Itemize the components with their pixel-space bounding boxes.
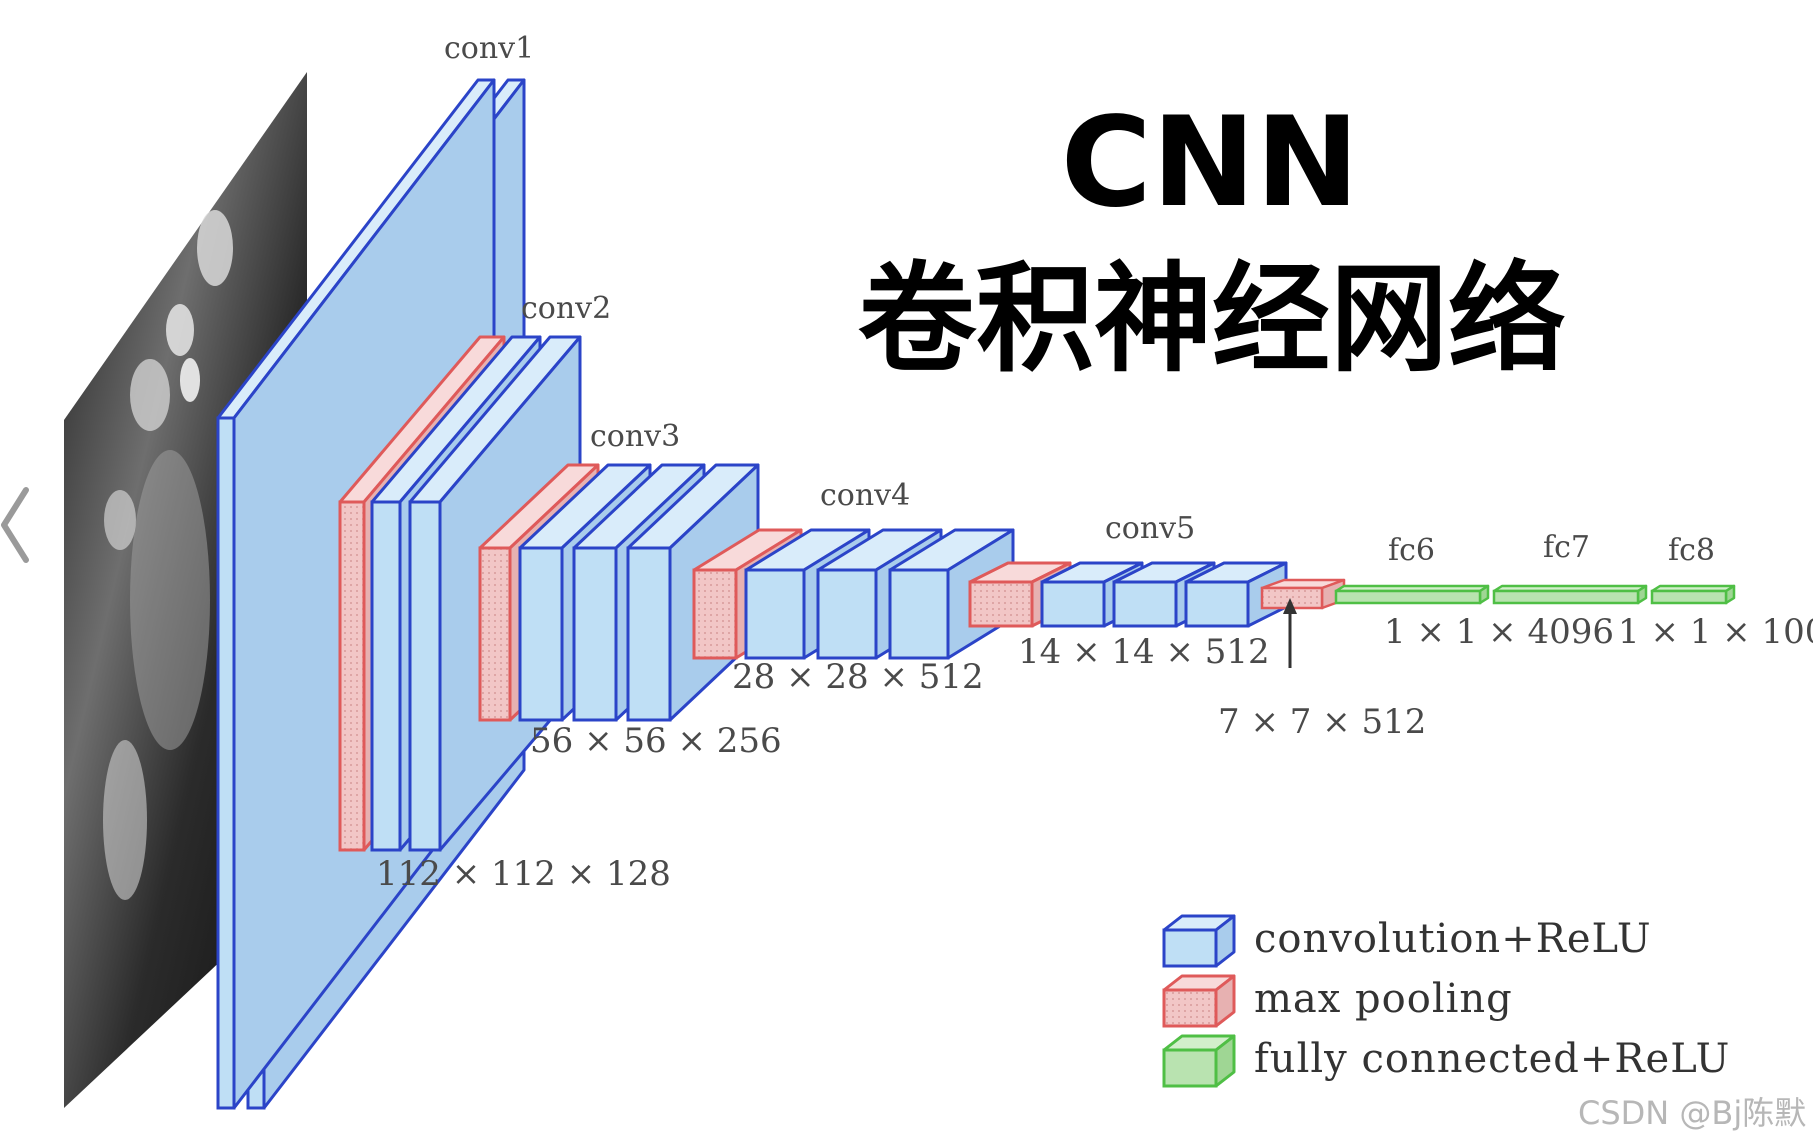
title-cnn: CNN <box>1061 91 1360 235</box>
conv1-label: conv1 <box>444 31 534 66</box>
legend-swatch-pool <box>1162 974 1236 1028</box>
title-chinese: 卷积神经网络 <box>858 250 1566 388</box>
dim-1x1x4096: 1 × 1 × 4096 <box>1384 612 1614 652</box>
fc7-label: fc7 <box>1543 530 1590 565</box>
legend-label-fc: fully connected+ReLU <box>1254 1036 1730 1082</box>
pool5-pointer-arrow <box>1283 598 1297 668</box>
fc8-label: fc8 <box>1668 533 1715 568</box>
fc7-bar <box>1492 584 1648 605</box>
conv5-label: conv5 <box>1105 511 1195 546</box>
legend-label-pool: max pooling <box>1254 976 1513 1022</box>
conv4-label: conv4 <box>820 478 910 513</box>
dim-1x1x1000: 1 × 1 × 1000 <box>1618 612 1813 652</box>
legend-label-conv: convolution+ReLU <box>1254 916 1652 962</box>
fc6-label: fc6 <box>1388 533 1435 568</box>
dim-56x56x256: 56 × 56 × 256 <box>530 721 782 761</box>
legend-swatch-conv <box>1162 914 1236 968</box>
conv3-label: conv3 <box>590 419 680 454</box>
dim-14x14x512: 14 × 14 × 512 <box>1018 632 1270 672</box>
chevron-left-icon[interactable] <box>1 487 29 563</box>
legend-swatch-fc <box>1162 1034 1236 1088</box>
fc6-bar <box>1334 584 1490 605</box>
conv2-label: conv2 <box>521 291 611 326</box>
legend: convolution+ReLU max pooling fully connect… <box>1162 914 1730 1088</box>
pool5-block <box>1260 578 1346 610</box>
dim-7x7x512: 7 × 7 × 512 <box>1218 702 1426 742</box>
fc8-bar <box>1650 584 1736 605</box>
dim-28x28x512: 28 × 28 × 512 <box>732 657 984 697</box>
network-blocks <box>216 78 1736 1110</box>
dim-112x112x128: 112 × 112 × 128 <box>376 854 671 894</box>
watermark: CSDN @Bj陈默 <box>1578 1094 1806 1132</box>
